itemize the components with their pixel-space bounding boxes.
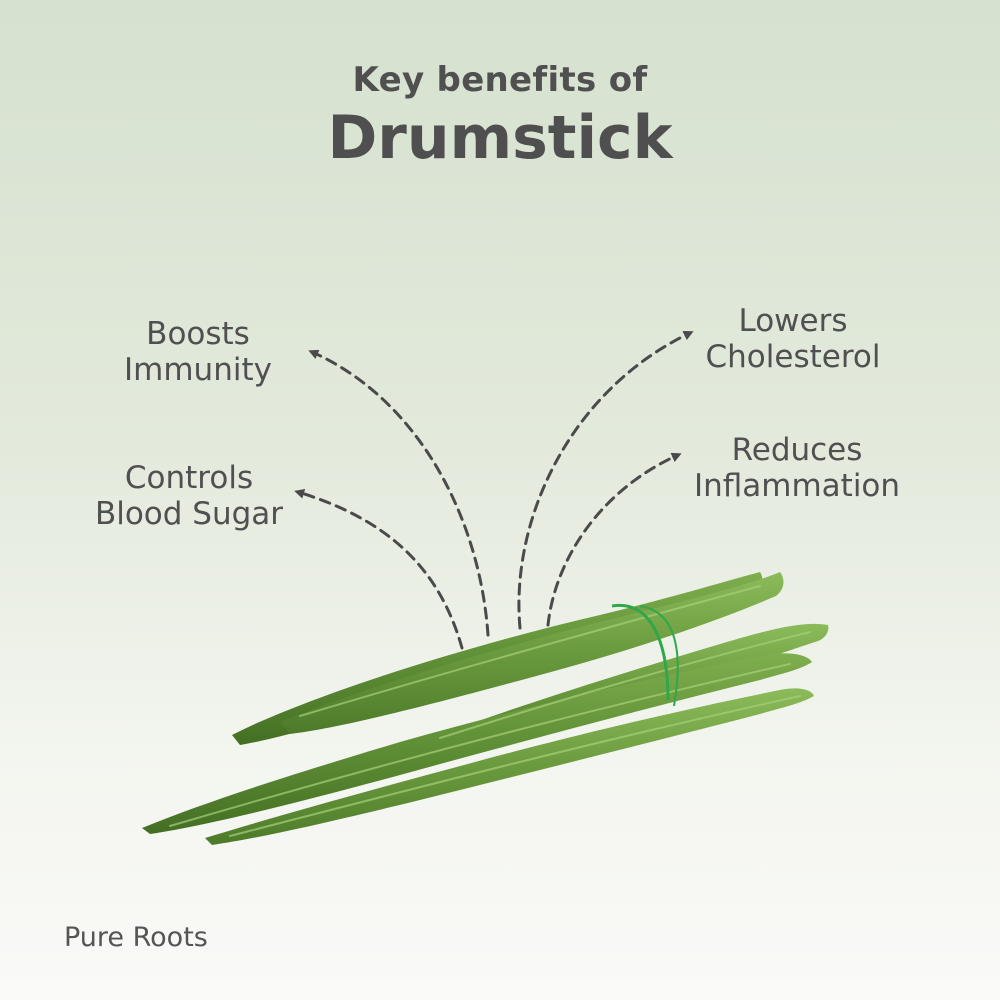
arrow-to-boosts-immunity — [308, 349, 490, 637]
benefit-label-line: Boosts — [146, 316, 250, 352]
benefit-boosts-immunity: Boosts Immunity — [100, 316, 296, 388]
benefit-label-line: Blood Sugar — [94, 496, 284, 532]
benefit-controls-blood-sugar: Controls Blood Sugar — [66, 460, 312, 532]
benefit-label-line: Lowers — [738, 303, 848, 339]
benefit-lowers-cholesterol: Lowers Cholesterol — [682, 303, 904, 375]
benefit-label-line: Cholesterol — [705, 339, 881, 375]
arrow-to-lowers-cholesterol — [517, 331, 694, 630]
header-subtitle: Key benefits of — [352, 60, 648, 100]
benefit-label-line: Inflammation — [693, 468, 901, 504]
benefit-label-line: Controls — [124, 460, 254, 496]
benefit-label-line: Immunity — [124, 352, 272, 388]
header-title: Drumstick — [327, 103, 673, 173]
benefit-reduces-inflammation: Reduces Inflammation — [664, 432, 930, 504]
drumstick-bundle-icon — [142, 572, 829, 845]
brand-name: Pure Roots — [64, 922, 208, 953]
benefit-label-line: Reduces — [731, 432, 863, 468]
header: Key benefits of Drumstick — [0, 58, 1000, 174]
arrow-to-reduces-inflammation — [546, 452, 682, 627]
arrow-to-controls-blood-sugar — [294, 488, 464, 650]
